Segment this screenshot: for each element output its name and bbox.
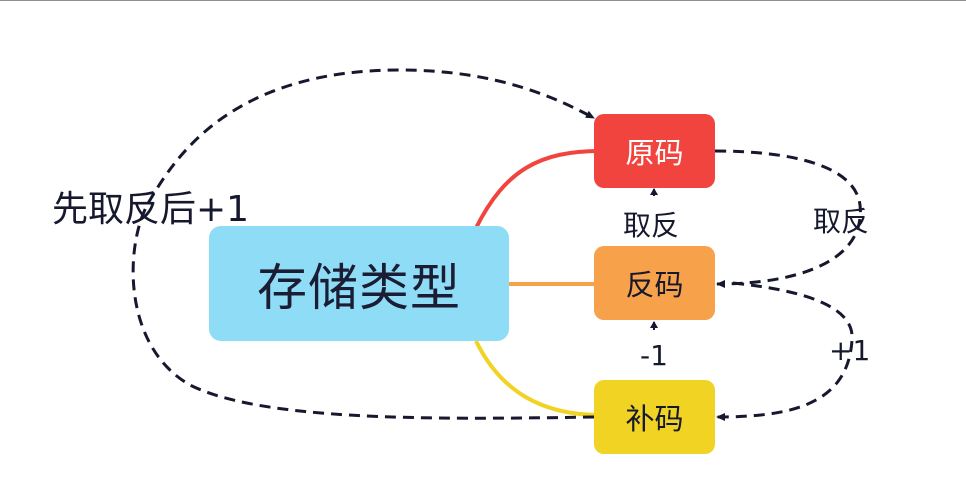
edge-label-invert-then-plus-one: 先取反后+1 bbox=[52, 189, 250, 230]
node-twos-complement[interactable]: 补码 bbox=[594, 380, 715, 454]
node-ones-complement[interactable]: 反码 bbox=[594, 246, 715, 320]
top-border-line bbox=[0, 0, 966, 1]
center-node-storage-type[interactable]: 存储类型 bbox=[209, 226, 509, 341]
dashed-arrow-fan-to-bu bbox=[716, 281, 854, 421]
center-node-label: 存储类型 bbox=[257, 258, 461, 317]
dashed-arrow-yuan-to-fan bbox=[714, 149, 862, 288]
dashed-arrow-bu-to-yuan bbox=[131, 68, 595, 420]
edge-label-invert-middle: 取反 bbox=[623, 209, 680, 242]
node-ones-complement-label: 反码 bbox=[625, 268, 684, 302]
node-twos-complement-label: 补码 bbox=[625, 402, 684, 436]
node-original-code[interactable]: 原码 bbox=[594, 114, 715, 188]
edge-label-plus-one: +1 bbox=[829, 334, 871, 367]
branch-to-yuan bbox=[474, 149, 601, 229]
node-original-code-label: 原码 bbox=[625, 136, 684, 170]
edge-label-invert-right: 取反 bbox=[813, 205, 870, 238]
edge-label-minus-one: -1 bbox=[640, 339, 668, 372]
branch-to-bu bbox=[474, 340, 601, 417]
